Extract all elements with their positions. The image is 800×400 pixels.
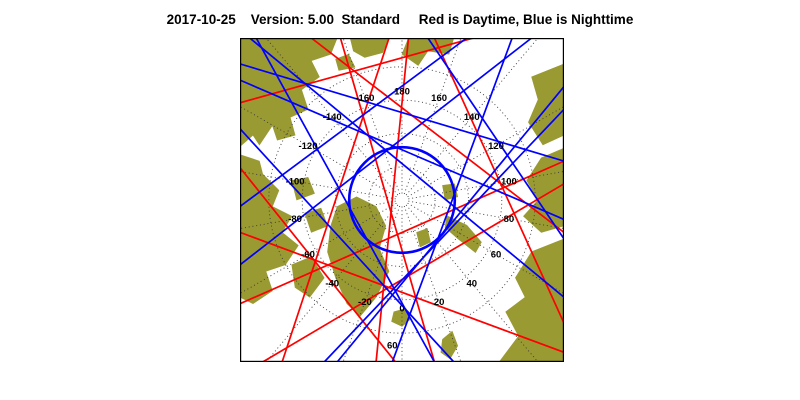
longitude-label: 40 [467, 278, 478, 289]
land-svalbard [416, 228, 431, 248]
satellite-track-daytime [310, 38, 564, 234]
longitude-label: -40 [325, 278, 339, 289]
land-arctic-island-a [291, 176, 315, 201]
terminator-circle [347, 145, 457, 255]
longitude-label: 0 [399, 304, 404, 315]
land-layer [240, 38, 564, 362]
tracks-layer [240, 38, 564, 362]
satellite-track-nighttime [240, 127, 455, 362]
longitude-label: -160 [355, 93, 374, 104]
longitude-label: -120 [298, 141, 317, 152]
satellite-track-daytime [240, 166, 397, 362]
longitude-label: 80 [504, 214, 515, 225]
satellite-track-nighttime [323, 108, 564, 362]
satellite-track-nighttime [427, 38, 564, 240]
longitude-label: -80 [288, 214, 302, 225]
longitude-label: 20 [434, 297, 445, 308]
satellite-track-nighttime [240, 38, 468, 208]
longitude-label: -140 [323, 112, 342, 123]
longitude-label: 160 [431, 93, 447, 104]
satellite-track-daytime [240, 160, 564, 305]
polar-map-svg: 180 160 140 120 100 80 60 40 20 0 -20 -40 -60 -80 -100… [240, 38, 564, 362]
longitude-label: 100 [501, 176, 517, 187]
map-layers: 180 160 140 120 100 80 60 40 20 0 -20 -40 -60 -80 -100… [240, 38, 564, 362]
latitude-circle [368, 166, 436, 234]
satellite-track-nighttime [240, 38, 533, 266]
latitude-circle [301, 99, 503, 301]
label-layer: 180 160 140 120 100 80 60 40 20 0 -20 -40 -60 -80 -100… [286, 87, 517, 352]
satellite-track-nighttime [240, 63, 564, 162]
land-siberian-islands [349, 38, 390, 58]
land-chukotka-alaska [240, 38, 338, 147]
satellite-track-nighttime [240, 79, 564, 221]
satellite-track-nighttime [336, 85, 564, 362]
satellite-track-daytime [339, 38, 436, 362]
satellite-track-daytime [281, 38, 390, 362]
satellite-track-daytime [240, 231, 564, 354]
plot-title: 2017-10-25 Version: 5.00 Standard Red is… [166, 12, 634, 27]
longitude-label: -100 [286, 176, 305, 187]
polar-map: 180 160 140 120 100 80 60 40 20 0 -20 -40 -60 -80 -100… [240, 38, 564, 362]
land-scandinavia [498, 238, 564, 362]
longitude-label: 120 [488, 141, 504, 152]
longitude-label: 60 [491, 250, 502, 261]
land-right-top-coast [528, 63, 564, 146]
satellite-track-nighttime [248, 38, 564, 299]
longitude-label: 140 [464, 112, 480, 123]
land-siberia-mid-coast [523, 147, 564, 233]
latitude-circle [335, 133, 469, 267]
longitude-label: -60 [301, 250, 315, 261]
land-canada-mainland [240, 154, 299, 305]
longitude-label: 180 [394, 87, 410, 98]
satellite-track-daytime [433, 38, 564, 324]
latitude-label: 60 [387, 340, 398, 351]
satellite-track-nighttime [391, 38, 514, 362]
map-border [240, 38, 564, 362]
longitude-label: -20 [358, 297, 372, 308]
